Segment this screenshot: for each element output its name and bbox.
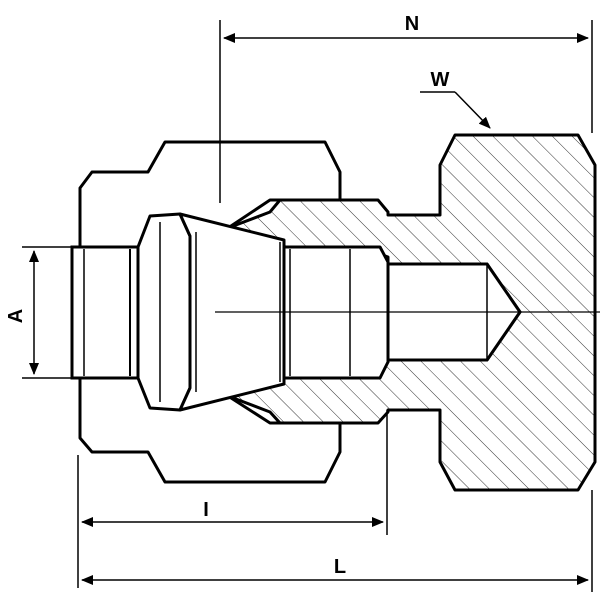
dimension-a: A [5, 246, 72, 379]
dimension-i: I [77, 410, 388, 588]
dimension-l: L [81, 490, 593, 592]
dimension-n: N [219, 13, 593, 203]
dimension-n-label: N [405, 13, 419, 35]
tube [70, 245, 140, 380]
dimension-w-label: W [431, 69, 450, 91]
back-ferrule [136, 212, 192, 412]
dimension-w: W [420, 69, 491, 129]
dimension-a-label: A [5, 309, 27, 323]
dimension-l-label: L [334, 556, 346, 578]
dimension-i-label: I [203, 499, 209, 521]
